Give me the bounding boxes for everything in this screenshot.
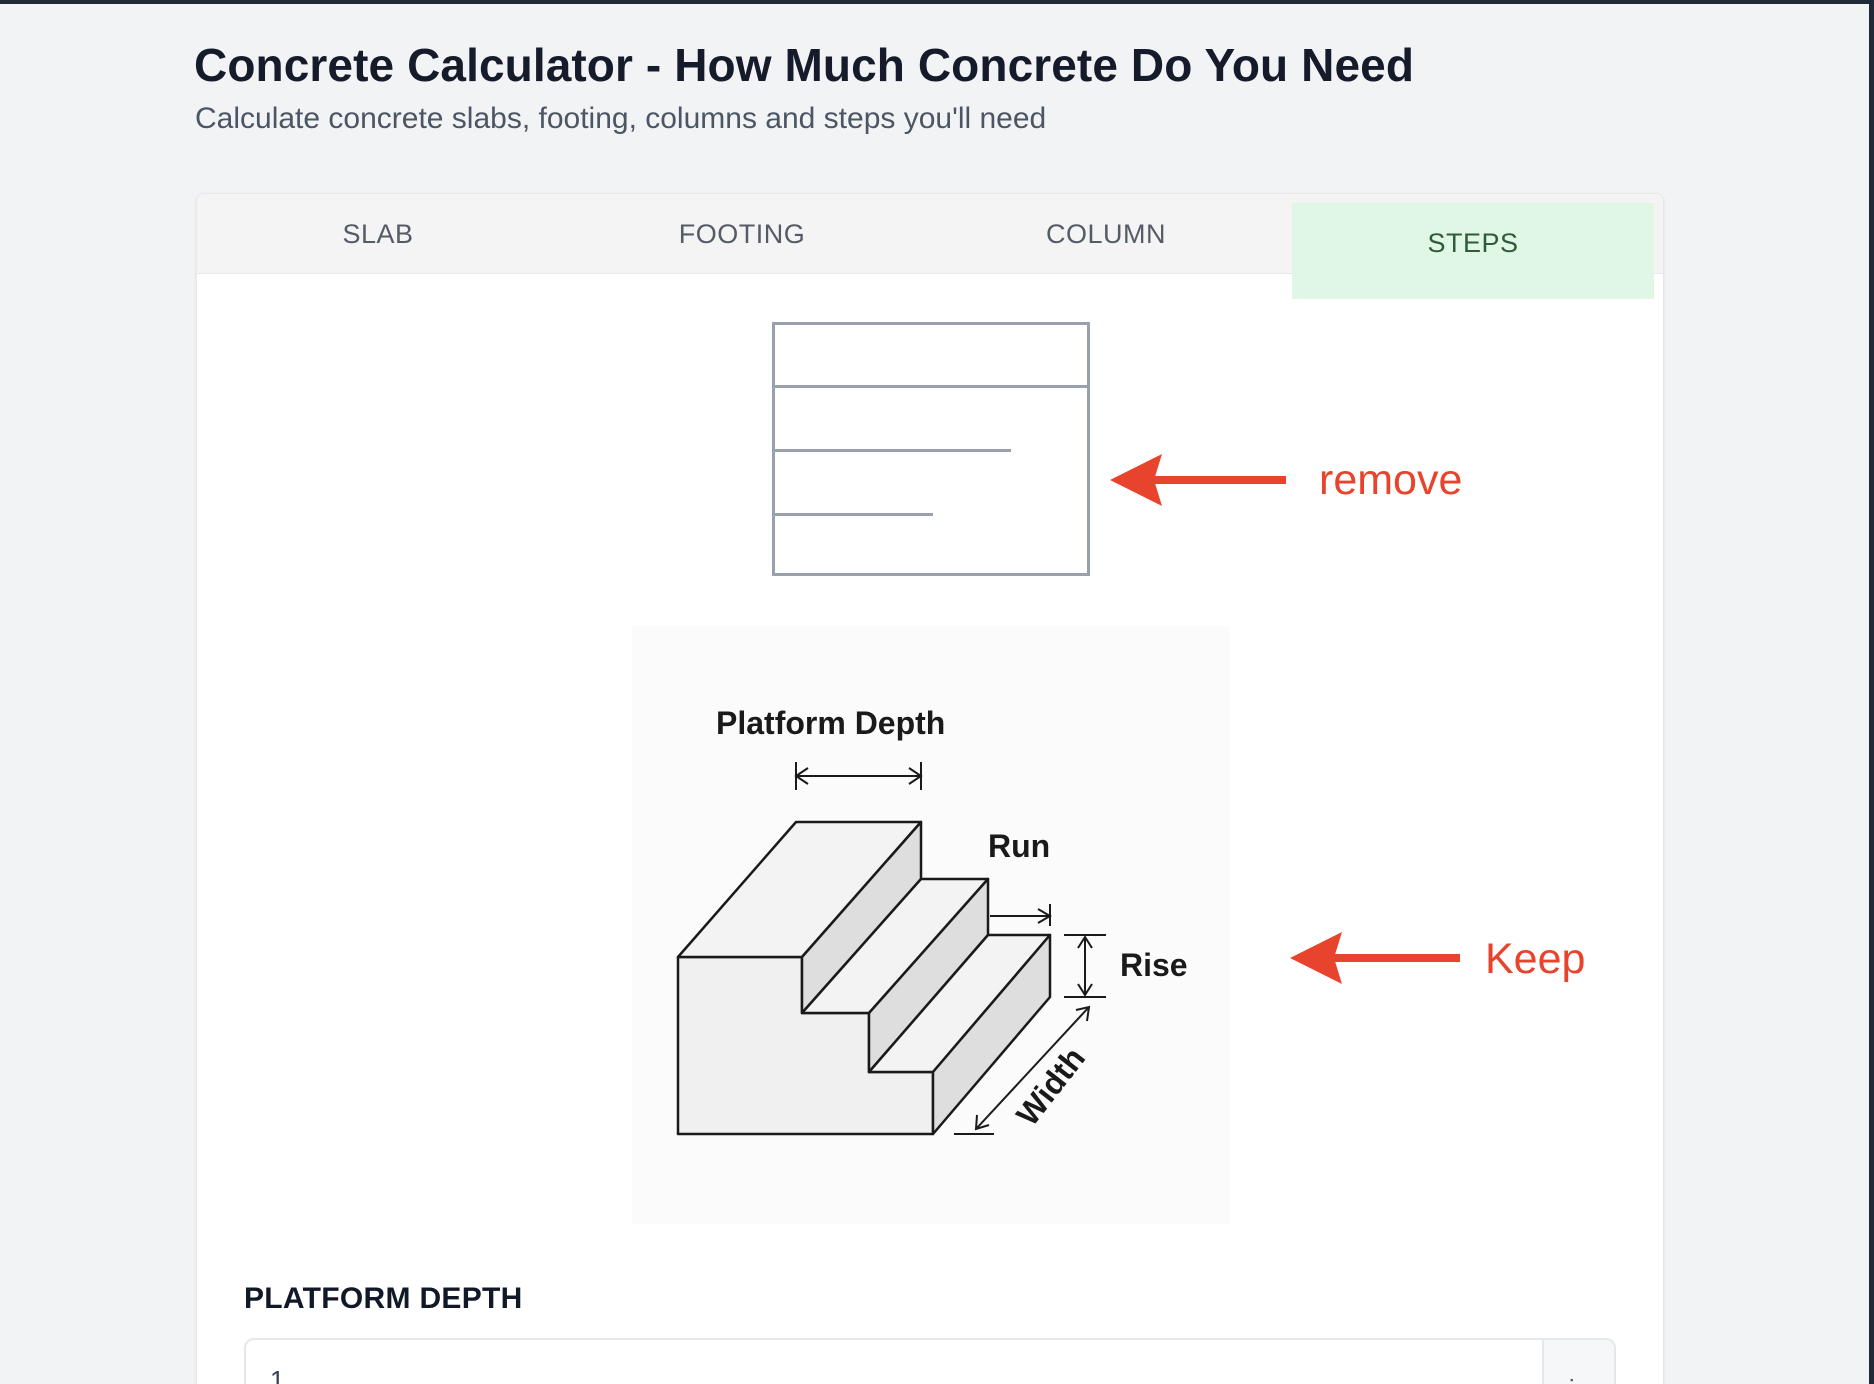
keep-annotation: Keep	[1485, 935, 1586, 983]
window-top-strip	[0, 0, 1874, 4]
placeholder-line	[775, 449, 1011, 452]
remove-arrow-icon	[1110, 454, 1286, 506]
rise-label: Rise	[1120, 947, 1188, 983]
width-label: Width	[1009, 1040, 1092, 1132]
platform-depth-field-label: PLATFORM DEPTH	[244, 1282, 523, 1315]
platform-depth-input[interactable]	[246, 1340, 1546, 1384]
tab-footing[interactable]: FOOTING	[678, 218, 806, 249]
tab-slab[interactable]: SLAB	[342, 218, 414, 249]
tab-steps[interactable]: STEPS	[1292, 203, 1654, 299]
steps-illustration: Platform Depth Run Rise Width	[676, 705, 1188, 1136]
page-title: Concrete Calculator - How Much Concrete …	[194, 39, 1415, 91]
tab-column[interactable]: COLUMN	[1045, 218, 1166, 249]
page-subtitle: Calculate concrete slabs, footing, colum…	[195, 102, 1047, 135]
platform-depth-label: Platform Depth	[716, 705, 945, 741]
placeholder-line	[775, 513, 933, 516]
keep-arrow-icon	[1290, 932, 1460, 984]
platform-depth-input-group: in	[244, 1338, 1616, 1384]
remove-annotation: remove	[1319, 456, 1463, 504]
placeholder-line	[775, 385, 1087, 388]
steps-diagram: Platform Depth Run Rise Width	[632, 626, 1230, 1224]
unit-addon: in	[1542, 1340, 1614, 1384]
placeholder-image-icon	[772, 322, 1090, 576]
window-right-edge	[1869, 0, 1874, 1384]
run-label: Run	[988, 828, 1050, 864]
